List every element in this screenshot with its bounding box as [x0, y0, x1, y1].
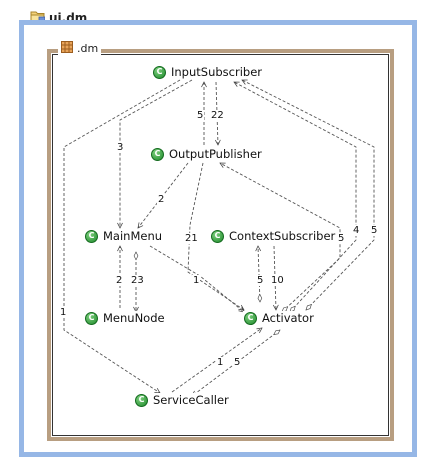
edge-label: 5	[256, 275, 265, 286]
class-label: OutputPublisher	[169, 147, 262, 161]
class-icon: C	[85, 229, 98, 243]
inner-package-title: .dm	[77, 41, 99, 55]
edge-label: 22	[210, 110, 225, 121]
edge-input-to-mainmenu	[120, 79, 193, 228]
class-activator[interactable]: C Activator	[243, 311, 315, 325]
edge-label: 1	[216, 357, 225, 368]
edge-label: 21	[184, 233, 199, 244]
inner-package-border	[52, 54, 389, 436]
class-label: MainMenu	[103, 229, 163, 243]
edge-label: 10	[270, 275, 285, 286]
edge-activator-to-context	[258, 246, 260, 302]
class-icon: C	[85, 311, 98, 325]
class-label: ServiceCaller	[153, 393, 229, 407]
class-label: Activator	[262, 311, 314, 325]
class-label: MenuNode	[103, 311, 165, 325]
class-context-subscriber[interactable]: C ContextSubscriber	[210, 229, 337, 243]
edge-input-to-servicecaller	[63, 79, 181, 393]
class-icon: C	[135, 393, 148, 407]
edge-label: 1	[59, 307, 68, 318]
package-icon	[61, 40, 73, 56]
edge-label: 2	[157, 194, 166, 205]
class-output-publisher[interactable]: C OutputPublisher	[150, 147, 263, 161]
class-icon: C	[211, 229, 224, 243]
edge-label: 3	[116, 142, 125, 153]
edge-output-to-activator	[187, 162, 244, 310]
class-icon: C	[153, 65, 166, 79]
class-service-caller[interactable]: C ServiceCaller	[134, 393, 230, 407]
class-menu-node[interactable]: C MenuNode	[84, 311, 166, 325]
edge-label: 4	[352, 225, 361, 236]
edge-label: 5	[370, 225, 379, 236]
edge-label: 2	[115, 275, 124, 286]
edge-label: 5	[233, 357, 242, 368]
edge-label: 5	[337, 233, 346, 244]
class-main-menu[interactable]: C MainMenu	[84, 229, 164, 243]
class-input-subscriber[interactable]: C InputSubscriber	[152, 65, 264, 79]
class-label: InputSubscriber	[171, 65, 263, 79]
class-icon: C	[244, 311, 257, 325]
edge-label: 1	[192, 275, 201, 286]
class-label: ContextSubscriber	[229, 229, 336, 243]
edge-label: 5	[196, 110, 205, 121]
edge-label: 23	[130, 275, 145, 286]
class-icon: C	[151, 147, 164, 161]
package-tab-dm[interactable]: .dm	[58, 40, 102, 56]
